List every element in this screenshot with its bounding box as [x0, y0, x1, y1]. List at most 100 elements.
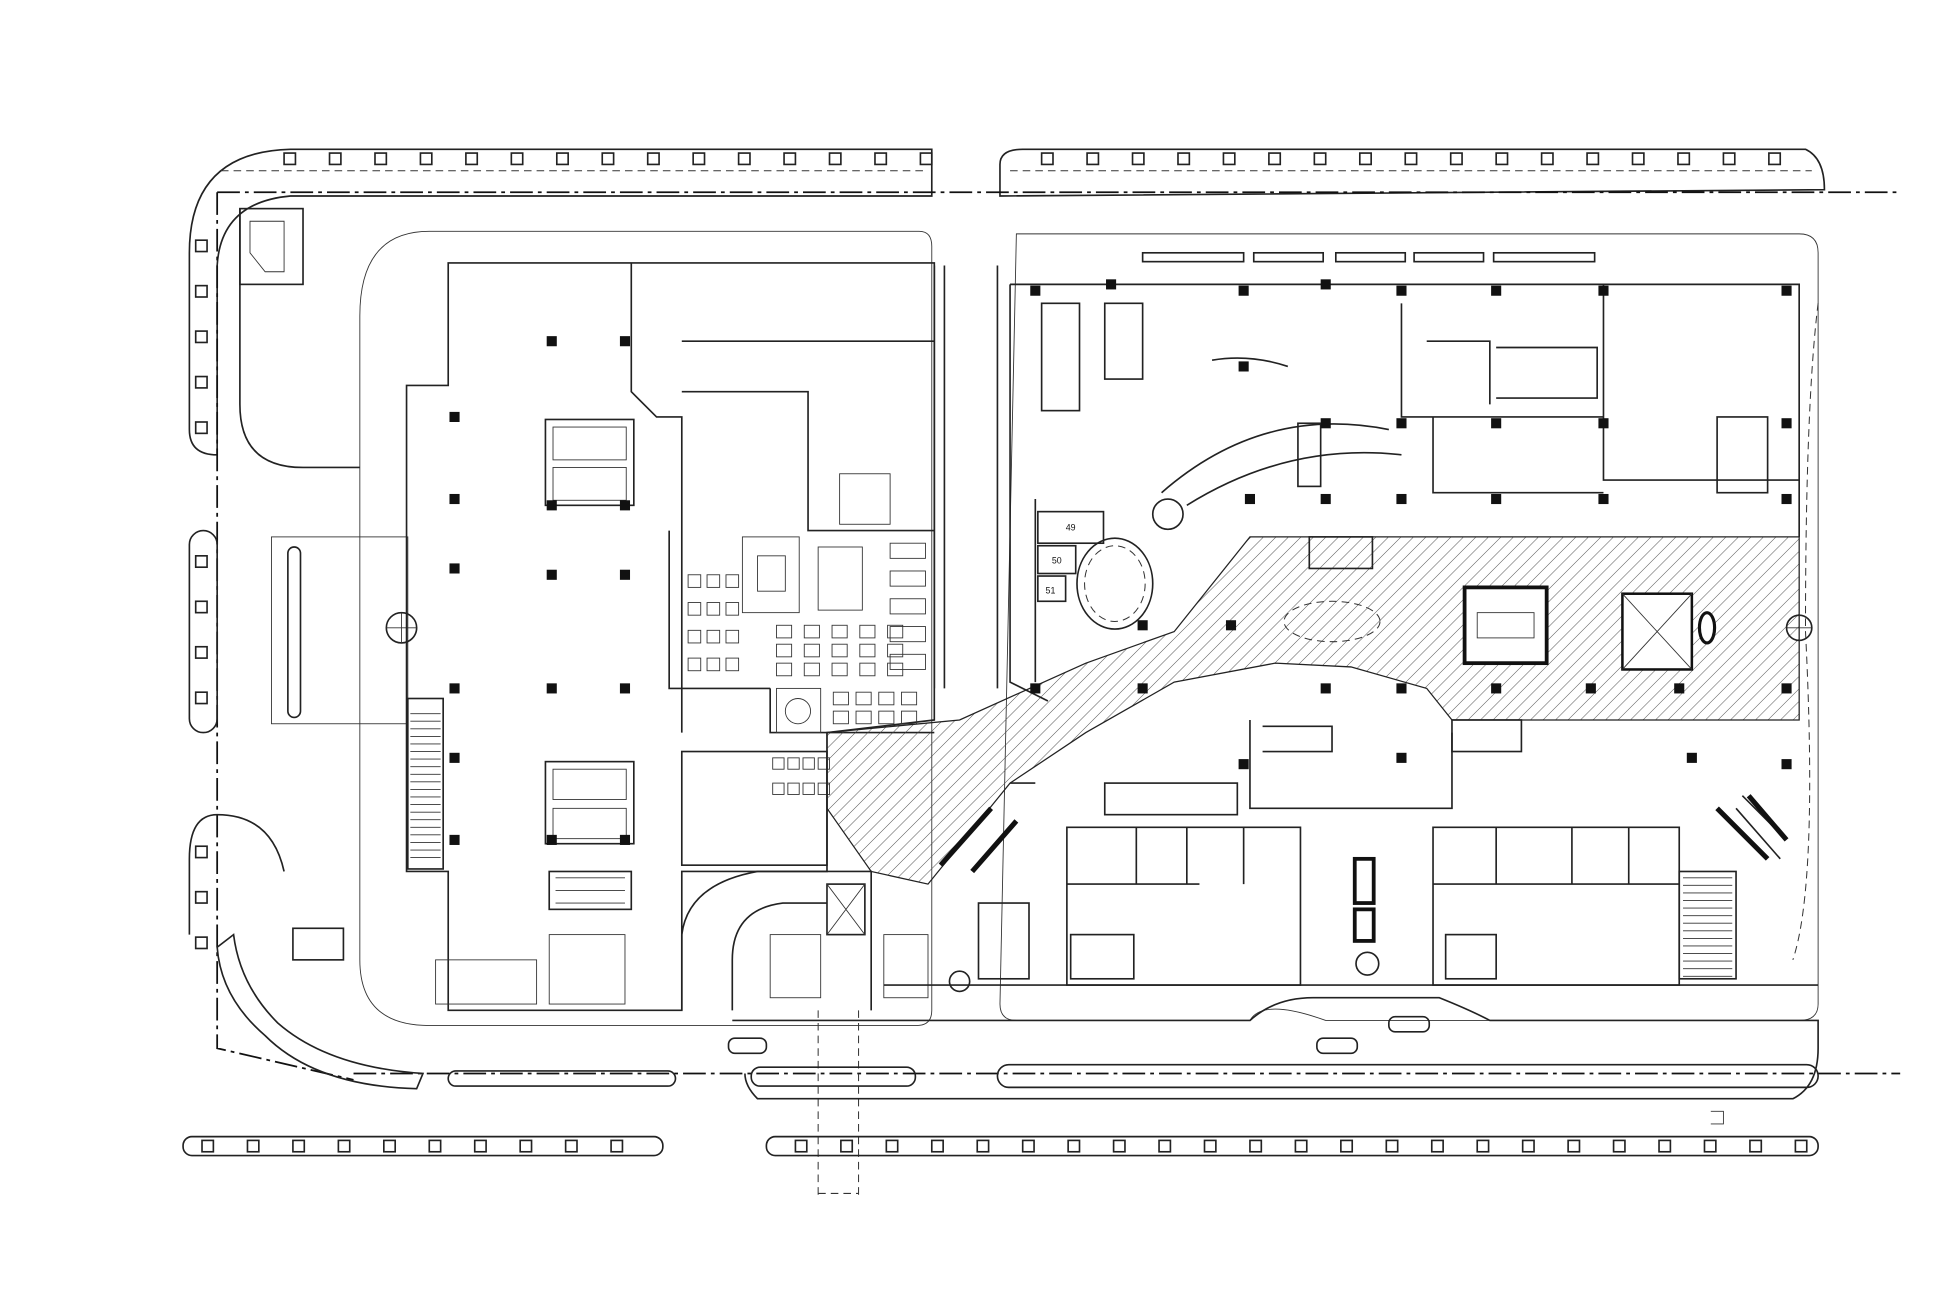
- escalators: [1308, 536, 1813, 671]
- column: [1781, 759, 1792, 770]
- planter-square: [194, 691, 208, 705]
- planter-square: [1040, 152, 1054, 166]
- table: [802, 782, 815, 795]
- planter-square: [1021, 1139, 1035, 1153]
- table: [831, 624, 848, 639]
- planter-square: [194, 845, 208, 859]
- planter-square: [646, 152, 660, 166]
- planter-square: [1086, 152, 1100, 166]
- planter-square: [1631, 152, 1645, 166]
- south-ramp: [680, 870, 929, 1200]
- column: [1396, 752, 1407, 763]
- table: [725, 574, 740, 588]
- planter-square: [473, 1139, 487, 1153]
- planter-square: [1112, 1139, 1126, 1153]
- table: [889, 653, 926, 670]
- planter-square: [1203, 1139, 1217, 1153]
- table: [776, 643, 793, 658]
- column: [546, 569, 557, 580]
- room-label-50: 50: [1052, 555, 1062, 565]
- cars: [727, 1015, 1431, 1055]
- east-building: 49 50 51: [938, 283, 1800, 874]
- table: [859, 643, 876, 658]
- table: [831, 643, 848, 658]
- street-planters-top: [188, 148, 1826, 456]
- column: [449, 752, 460, 763]
- column: [1137, 683, 1148, 694]
- side-planters-left: [188, 207, 360, 950]
- column: [1238, 361, 1249, 372]
- table: [787, 757, 800, 770]
- table: [878, 691, 895, 706]
- column: [449, 563, 460, 574]
- planter-square: [1177, 152, 1191, 166]
- table: [725, 657, 740, 672]
- planter-square: [465, 152, 479, 166]
- planter-square: [194, 421, 208, 435]
- table: [706, 657, 721, 672]
- planter-square: [1294, 1139, 1308, 1153]
- column: [1238, 759, 1249, 770]
- planter-square: [194, 239, 208, 253]
- planter-square: [194, 555, 208, 569]
- planter-square: [1521, 1139, 1535, 1153]
- planter-square: [1586, 152, 1600, 166]
- planter-square: [1358, 152, 1372, 166]
- property-line: [216, 191, 1901, 1081]
- structural-columns: [449, 279, 1792, 845]
- planter-square: [737, 152, 751, 166]
- planter-square: [601, 152, 615, 166]
- column: [1225, 620, 1237, 631]
- planter-square: [1612, 1139, 1626, 1153]
- planter-square: [1567, 1139, 1581, 1153]
- planter-square: [194, 936, 208, 950]
- table: [776, 662, 793, 677]
- column: [1491, 683, 1502, 694]
- planter-square: [1404, 152, 1418, 166]
- table: [687, 657, 702, 672]
- planter-square: [840, 1139, 854, 1153]
- column: [1598, 493, 1609, 505]
- column: [619, 683, 631, 694]
- table: [855, 710, 872, 725]
- column: [619, 500, 631, 511]
- table: [889, 626, 926, 643]
- planter-square: [1249, 1139, 1263, 1153]
- planter-square: [1222, 152, 1236, 166]
- planter-square: [292, 1139, 306, 1153]
- skylight: [1141, 251, 1245, 263]
- planter-square: [1067, 1139, 1081, 1153]
- table: [832, 710, 849, 725]
- table: [855, 691, 872, 706]
- column: [546, 500, 557, 511]
- column: [1598, 285, 1609, 296]
- column: [546, 336, 557, 347]
- column: [1781, 418, 1792, 429]
- table: [706, 629, 721, 644]
- planter-square: [1340, 1139, 1354, 1153]
- planter-square: [1131, 152, 1145, 166]
- table: [859, 624, 876, 639]
- planter-square: [976, 1139, 990, 1153]
- mall-concourse: [826, 536, 1800, 885]
- column: [546, 683, 557, 694]
- column: [619, 834, 631, 845]
- table: [706, 602, 721, 616]
- table: [901, 710, 918, 725]
- planter-square: [246, 1139, 260, 1153]
- planter-square: [1658, 1139, 1672, 1153]
- table: [803, 624, 820, 639]
- planter-square: [930, 1139, 944, 1153]
- planter-square: [194, 600, 208, 614]
- shop-units-south: [883, 826, 1819, 993]
- table: [878, 710, 895, 725]
- table: [859, 662, 876, 677]
- canopy-outline: [1792, 303, 1819, 961]
- column: [449, 411, 460, 422]
- column: [1030, 683, 1041, 694]
- column: [1320, 279, 1331, 290]
- column: [1320, 493, 1331, 505]
- planter-square: [874, 152, 888, 166]
- planter-square: [828, 152, 842, 166]
